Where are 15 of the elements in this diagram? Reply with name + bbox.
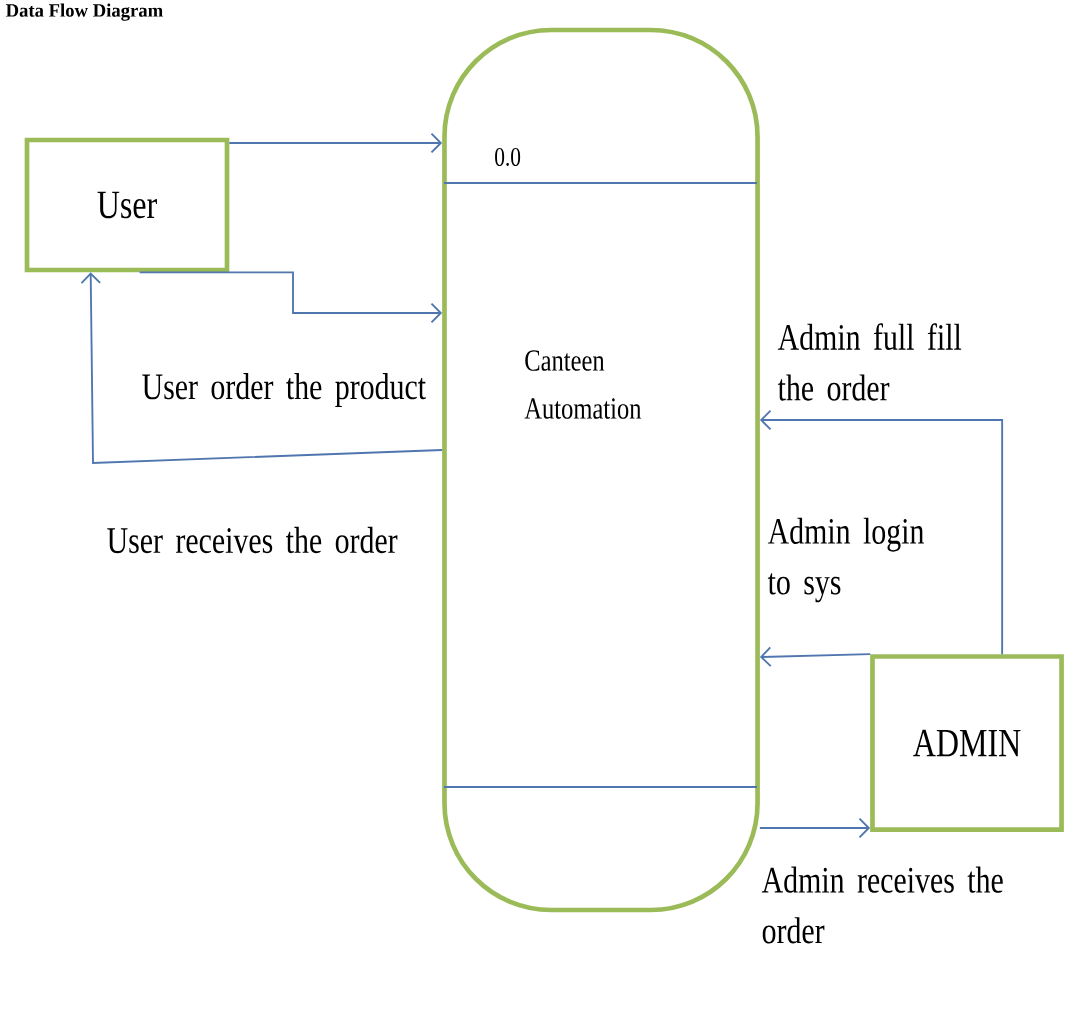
edge-label: Admin login to sys [767, 517, 924, 603]
edge-label: Admin full fill the order [777, 323, 962, 401]
entity-box: User [24, 137, 230, 273]
arrow [758, 817, 871, 839]
title: Data Flow Diagram [5, 3, 163, 21]
process-box: 0.0 Canteen Automation [442, 27, 760, 913]
arrow [759, 646, 872, 667]
edge-label: User order the product [142, 373, 426, 407]
edge-label: Admin receives the order [761, 866, 1003, 944]
arrow [80, 272, 444, 464]
edge-label: User receives the order [107, 526, 398, 554]
arrow [228, 132, 443, 154]
arrow [138, 271, 443, 324]
arrow [759, 409, 1004, 656]
entity-box: ADMIN [870, 654, 1064, 832]
